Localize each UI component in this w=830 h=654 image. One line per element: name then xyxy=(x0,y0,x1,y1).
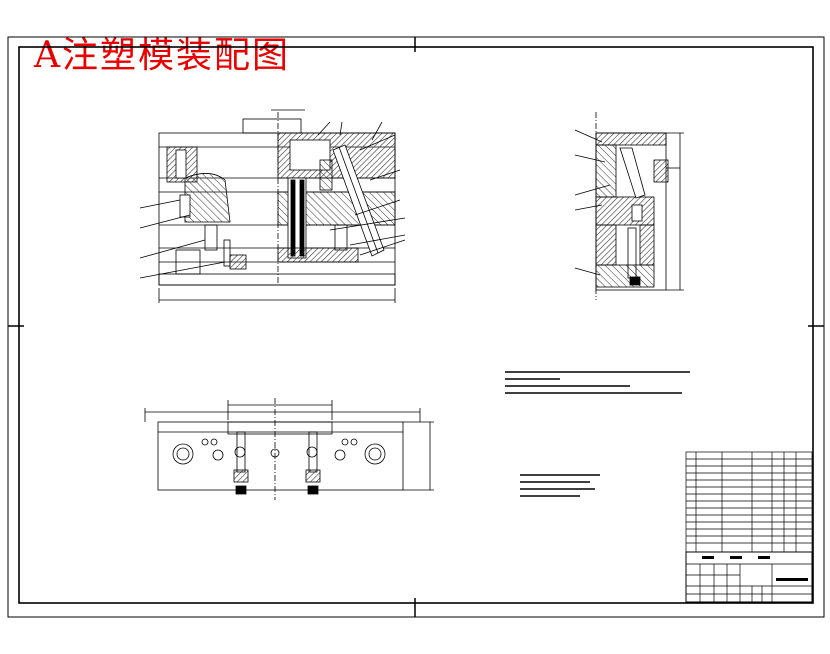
title-block xyxy=(685,551,813,603)
drawing-title: A注塑模装配图 xyxy=(34,35,290,76)
parts-list xyxy=(685,451,813,553)
outer-frame xyxy=(7,36,825,618)
title-block-text-marks xyxy=(702,556,808,581)
main-section-view xyxy=(139,109,406,303)
plan-view xyxy=(144,398,434,500)
inner-frame xyxy=(18,46,814,604)
technical-notes xyxy=(505,371,690,497)
side-section-view xyxy=(574,112,684,300)
center-marks xyxy=(8,37,824,617)
